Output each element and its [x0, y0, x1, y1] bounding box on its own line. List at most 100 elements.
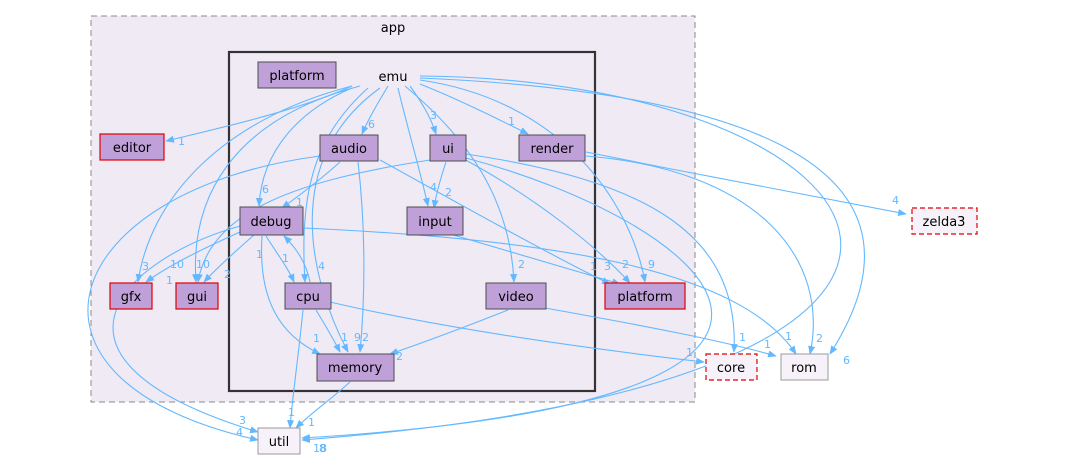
node-zelda3[interactable]: zelda3: [911, 207, 978, 235]
edge-ui-platform: [461, 157, 631, 284]
edge-debug-cpu: [265, 235, 295, 283]
edge-label-emu-render: 1: [508, 115, 515, 128]
node-gui[interactable]: gui: [175, 282, 219, 310]
edge-emu-render: [419, 83, 529, 135]
edge-label-emu-memory: 9: [354, 331, 361, 344]
edge-label-video-memory: 2: [396, 350, 403, 363]
node-audio[interactable]: audio: [319, 134, 379, 162]
edge-emu-util: [301, 75, 842, 443]
edge-label-render-zelda3: 4: [892, 194, 899, 207]
node-video-label: video: [498, 290, 534, 305]
edge-render-rom: [585, 155, 816, 355]
node-video[interactable]: video: [485, 282, 547, 310]
edge-label-emu-cpu: 4: [318, 260, 325, 273]
edge-label-debug-rom: 1: [785, 330, 792, 343]
node-rom[interactable]: rom: [780, 353, 829, 381]
edge-emu-memory: [311, 87, 381, 353]
edge-audio-memory: [357, 161, 365, 353]
edge-label-audio-platform: 1: [590, 260, 597, 273]
edge-cpu-util: [287, 309, 304, 429]
edge-label-cpu-debug: 1: [256, 248, 263, 261]
edge-emu-cpu: [301, 87, 369, 283]
edge-ui-core: [465, 153, 738, 353]
edge-label-ui-util: 8: [319, 442, 326, 455]
edge-label-emu-input: 4: [430, 181, 437, 194]
edge-memory-util: [295, 381, 351, 429]
cluster-emu-label: emu: [379, 70, 408, 85]
node-platform-label: platform: [617, 290, 672, 305]
edge-label-emu-audio: 6: [368, 118, 375, 131]
node-gui-label: gui: [187, 290, 207, 305]
node-memory[interactable]: memory: [316, 353, 395, 382]
edge-label-emu-ui: 3: [430, 109, 437, 122]
node-ui[interactable]: ui: [429, 134, 467, 162]
edge-cpu-core: [329, 301, 705, 365]
edge-label-debug-gfx: 1: [166, 274, 173, 287]
cluster-app-label: app: [381, 21, 405, 36]
node-editor[interactable]: editor: [99, 133, 165, 161]
edges: 1 6 3 1 6 4 4 2 9 9 3 10 6 18 1 2 4: [87, 75, 907, 455]
edge-label-emu-rom: 6: [843, 354, 850, 367]
edge-label-cpu-memory: 1: [341, 331, 348, 344]
edge-label-memory-util: 1: [308, 416, 315, 429]
edge-audio-util: [87, 155, 321, 442]
edge-label-ui-gui: 10: [170, 258, 184, 271]
edge-label-ui-input: 2: [445, 186, 452, 199]
node-render[interactable]: render: [518, 134, 586, 162]
edge-label-emu-util: 18: [313, 442, 327, 455]
node-core[interactable]: core: [705, 353, 758, 381]
edge-debug-memory: [260, 235, 321, 355]
node-input[interactable]: input: [406, 206, 464, 236]
edge-emu-gui: [191, 85, 361, 283]
node-core-label: core: [717, 361, 745, 376]
node-debug-label: debug: [251, 215, 292, 230]
node-render-label: render: [531, 142, 575, 157]
node-input-label: input: [418, 215, 451, 230]
edge-debug-gfx: [145, 231, 241, 283]
edge-audio-platform: [379, 159, 611, 285]
node-gfx[interactable]: gfx: [109, 282, 153, 310]
edge-emu-gfx: [135, 85, 353, 283]
node-debug[interactable]: debug: [239, 206, 304, 236]
edge-ui-util: [301, 157, 713, 442]
node-platform-inner-label: platform: [269, 69, 324, 84]
edge-emu-input: [397, 87, 430, 207]
node-zelda3-label: zelda3: [923, 215, 966, 230]
edge-label-cpu-util: 1: [288, 406, 295, 419]
node-audio-label: audio: [331, 142, 367, 157]
edge-label-audio-debug: 1: [296, 196, 303, 209]
edge-debug-gui: [203, 234, 255, 283]
edge-emu-ui: [409, 85, 437, 135]
edge-audio-debug: [281, 161, 341, 209]
node-platform[interactable]: platform: [604, 282, 686, 310]
edge-cpu-debug: [283, 235, 311, 283]
edge-label-render-rom: 2: [816, 332, 823, 345]
edge-label-debug-memory: 1: [313, 332, 320, 345]
edge-label-ui-core: 1: [739, 331, 746, 344]
edge-label-debug-util: 3: [239, 414, 246, 427]
node-cpu[interactable]: cpu: [284, 282, 332, 310]
edge-label-emu-editor: 1: [178, 135, 185, 148]
edge-video-rom: [544, 307, 777, 358]
edge-label-audio-util: 4: [236, 426, 243, 439]
edge-cpu-memory: [315, 309, 341, 353]
edge-emu-rom: [419, 77, 865, 355]
node-util-label: util: [269, 435, 290, 450]
edge-debug-rom: [303, 227, 797, 355]
edge-emu-audio: [361, 85, 389, 135]
edge-label-cpu-core: 1: [686, 346, 693, 359]
edge-emu-debug: [255, 87, 353, 207]
edge-label-emu-video: 2: [518, 258, 525, 271]
edge-ui-gui: [195, 159, 431, 283]
node-util[interactable]: util: [257, 427, 301, 455]
node-platform-inner[interactable]: platform: [257, 61, 337, 89]
node-memory-label: memory: [328, 361, 383, 376]
edge-debug-util: [112, 225, 259, 434]
edge-label-video-rom: 1: [764, 338, 771, 351]
node-gfx-label: gfx: [121, 290, 142, 305]
edge-label-emu-gfx: 3: [142, 260, 149, 273]
edge-label-audio-memory: 2: [362, 331, 369, 344]
edge-label-input-platform: 3: [604, 260, 611, 273]
edge-label-emu-platform: 9: [648, 258, 655, 271]
